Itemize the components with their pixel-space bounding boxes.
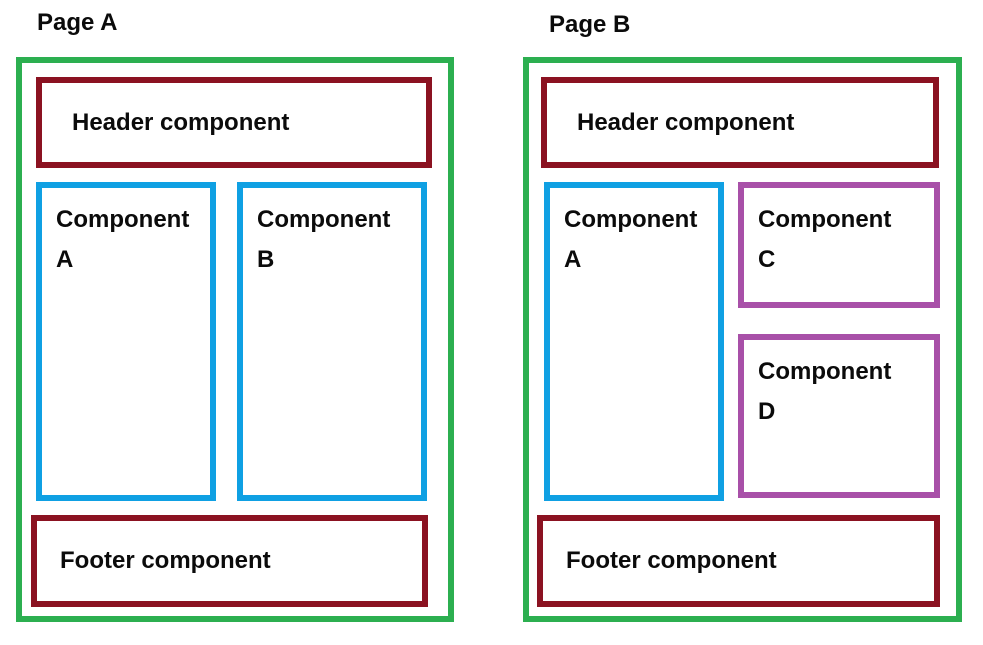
component-label-line: Component xyxy=(758,358,892,385)
page-a-component-a-box: Component A xyxy=(36,182,216,501)
page-b-header-label: Header component xyxy=(577,108,795,136)
page-a-header-box: Header component xyxy=(36,77,432,168)
page-b-frame: Header component Component A Component C… xyxy=(523,57,962,622)
page-b-component-a-box: Component A xyxy=(544,182,724,501)
component-label-line: A xyxy=(56,246,74,273)
component-label-line: B xyxy=(257,246,275,273)
page-b-header-box: Header component xyxy=(541,77,939,168)
page-b-title: Page B xyxy=(549,11,631,38)
component-label-line: Component xyxy=(56,206,190,233)
component-label-line: Component xyxy=(564,206,698,233)
page-a-component-b-box: Component B xyxy=(237,182,427,501)
component-label-line: Component xyxy=(257,206,391,233)
component-label-line: D xyxy=(758,398,776,425)
component-label-line: A xyxy=(564,246,582,273)
page-b-component-c-box: Component C xyxy=(738,182,940,308)
page-a-frame: Header component Component A Component B… xyxy=(16,57,454,622)
page-b-component-d-box: Component D xyxy=(738,334,940,498)
page-a-title: Page A xyxy=(37,9,118,36)
component-label-line: Component xyxy=(758,206,892,233)
page-a-footer-box: Footer component xyxy=(31,515,428,607)
page-b-footer-box: Footer component xyxy=(537,515,940,607)
page-a-header-label: Header component xyxy=(72,108,290,136)
page-a-footer-label: Footer component xyxy=(60,547,271,574)
component-label-line: C xyxy=(758,246,776,273)
page-b-footer-label: Footer component xyxy=(566,547,777,574)
